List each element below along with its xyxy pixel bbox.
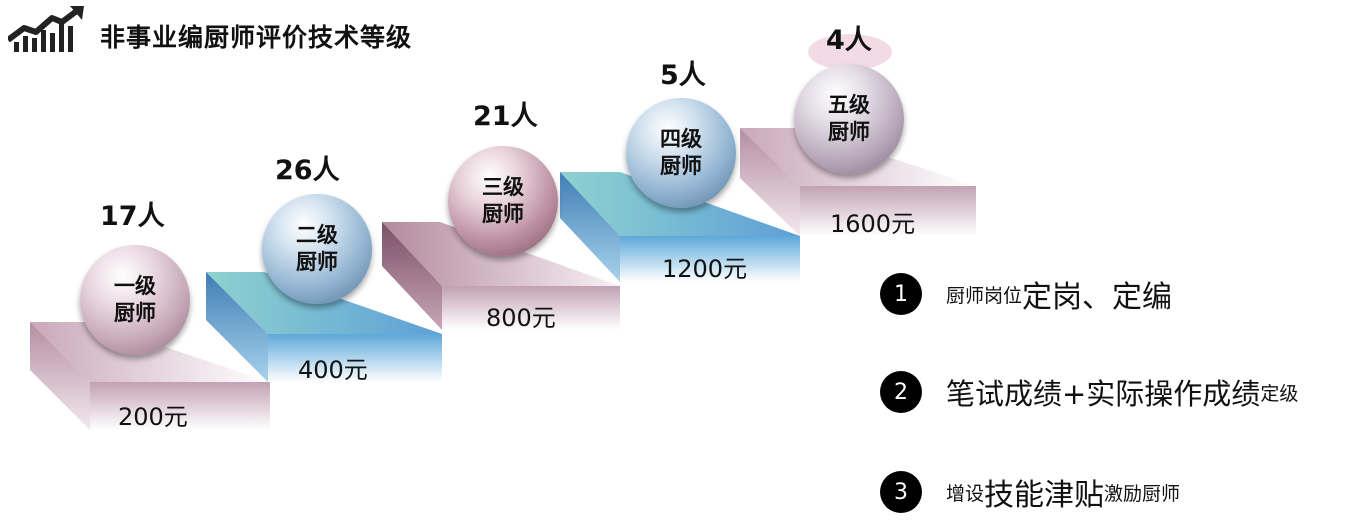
header [8, 6, 448, 58]
rising-bar-chart-icon [8, 6, 84, 52]
number-badge-1: 1 [880, 273, 922, 315]
level-5-salary: 1600元 [830, 210, 916, 238]
stair-steps [30, 34, 976, 430]
level-3-name-line1: 三级 [482, 175, 524, 199]
level-2-count: 26人 [275, 155, 340, 186]
level-2-name-line1: 二级 [296, 223, 338, 247]
level-4-salary: 1200元 [662, 255, 748, 283]
level-3-name-line2: 厨师 [482, 202, 524, 226]
level-1-orb: 一级 厨师 [80, 245, 190, 355]
level-1-salary: 200元 [118, 403, 188, 431]
point-1-main: 定岗、定编 [1022, 280, 1173, 315]
level-1-count: 17人 [100, 201, 165, 232]
level-2-orb: 二级 厨师 [262, 194, 372, 304]
level-1-name-line2: 厨师 [114, 301, 156, 325]
level-2-salary: 400元 [298, 356, 368, 384]
point-3-main: 技能津贴 [984, 478, 1105, 513]
level-3-count: 21人 [473, 101, 538, 132]
level-4-name-line2: 厨师 [660, 154, 702, 178]
level-3-orb: 三级 厨师 [448, 146, 558, 256]
point-3: 3 增设 技能津贴 激励厨师 [880, 462, 1180, 522]
level-5-count: 4人 [826, 25, 872, 56]
level-4-name-line1: 四级 [660, 127, 702, 151]
point-1-prefix: 厨师岗位 [946, 284, 1023, 307]
level-1-name-line1: 一级 [114, 274, 156, 298]
level-4-count: 5人 [660, 60, 706, 91]
level-3-salary: 800元 [486, 304, 556, 332]
point-3-suffix: 激励厨师 [1104, 482, 1181, 505]
point-1: 1 厨师岗位 定岗、定编 [880, 264, 1172, 324]
level-5-orb: 五级 厨师 [794, 64, 904, 174]
point-3-prefix: 增设 [946, 482, 985, 505]
level-2-name-line2: 厨师 [296, 250, 338, 274]
crown-glow [808, 34, 892, 70]
point-2-suffix: 定级 [1260, 382, 1299, 405]
page-title: 非事业编厨师评价技术等级 [100, 23, 413, 52]
point-2: 2 笔试成绩+实际操作成绩 定级 [880, 362, 1298, 422]
step-4 [560, 172, 800, 282]
level-4-orb: 四级 厨师 [626, 98, 736, 208]
number-badge-2: 2 [880, 371, 922, 413]
level-5-name-line1: 五级 [828, 93, 870, 117]
number-badge-3: 3 [880, 471, 922, 513]
point-2-main: 笔试成绩+实际操作成绩 [946, 377, 1261, 411]
level-5-name-line2: 厨师 [828, 120, 870, 144]
